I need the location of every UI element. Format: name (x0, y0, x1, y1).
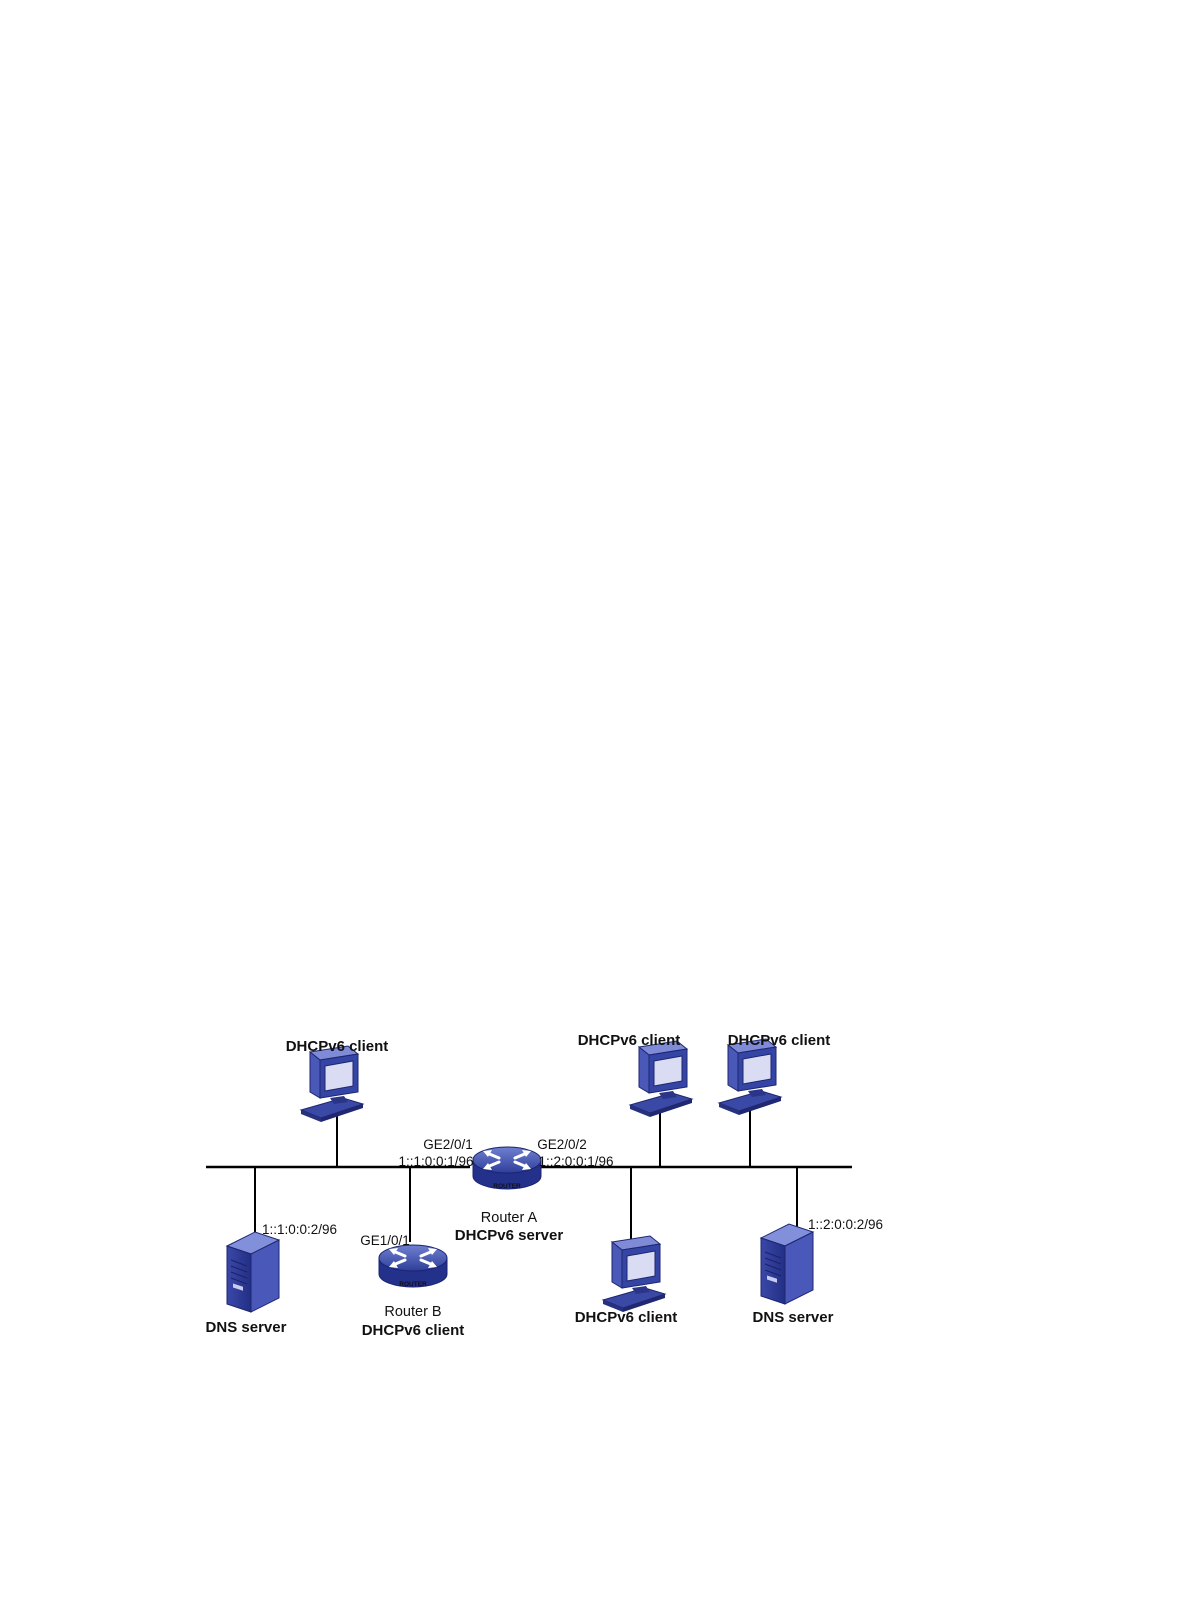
pc-top-left-label: DHCPv6 client (286, 1038, 389, 1055)
pc-top-left-icon (301, 1046, 363, 1122)
pc-top-right-label: DHCPv6 client (728, 1032, 831, 1049)
router-b-role: DHCPv6 client (362, 1322, 465, 1339)
pc-top-mid-label: DHCPv6 client (578, 1032, 681, 1049)
router-b-port: GE1/0/1 (360, 1233, 410, 1248)
dns-right-label: DNS server (753, 1309, 834, 1326)
dns-server-right-icon (761, 1224, 813, 1304)
router-a-role: DHCPv6 server (455, 1227, 564, 1244)
dns-left-ip: 1::1:0:0:2/96 (262, 1222, 337, 1237)
router-b-icon: ROUTER (379, 1245, 447, 1288)
router-b-name: Router B (384, 1304, 441, 1320)
router-a-right-ip: 1::2:0:0:1/96 (538, 1154, 613, 1169)
router-a-name: Router A (481, 1210, 538, 1226)
pc-bottom-icon (603, 1236, 665, 1312)
router-b-badge: ROUTER (399, 1281, 427, 1288)
router-a-icon: ROUTER (473, 1147, 541, 1190)
pc-top-right-icon (719, 1039, 781, 1115)
pc-bottom-label: DHCPv6 client (575, 1309, 678, 1326)
router-a-badge: ROUTER (493, 1183, 521, 1190)
router-a-left-port: GE2/0/1 (423, 1137, 473, 1152)
dns-server-left-icon (227, 1232, 279, 1312)
pc-top-mid-icon (630, 1041, 692, 1117)
dns-right-ip: 1::2:0:0:2/96 (808, 1217, 883, 1232)
router-a-left-ip: 1::1:0:0:1/96 (398, 1154, 473, 1169)
router-a-right-port: GE2/0/2 (537, 1137, 587, 1152)
dns-left-label: DNS server (206, 1319, 287, 1336)
